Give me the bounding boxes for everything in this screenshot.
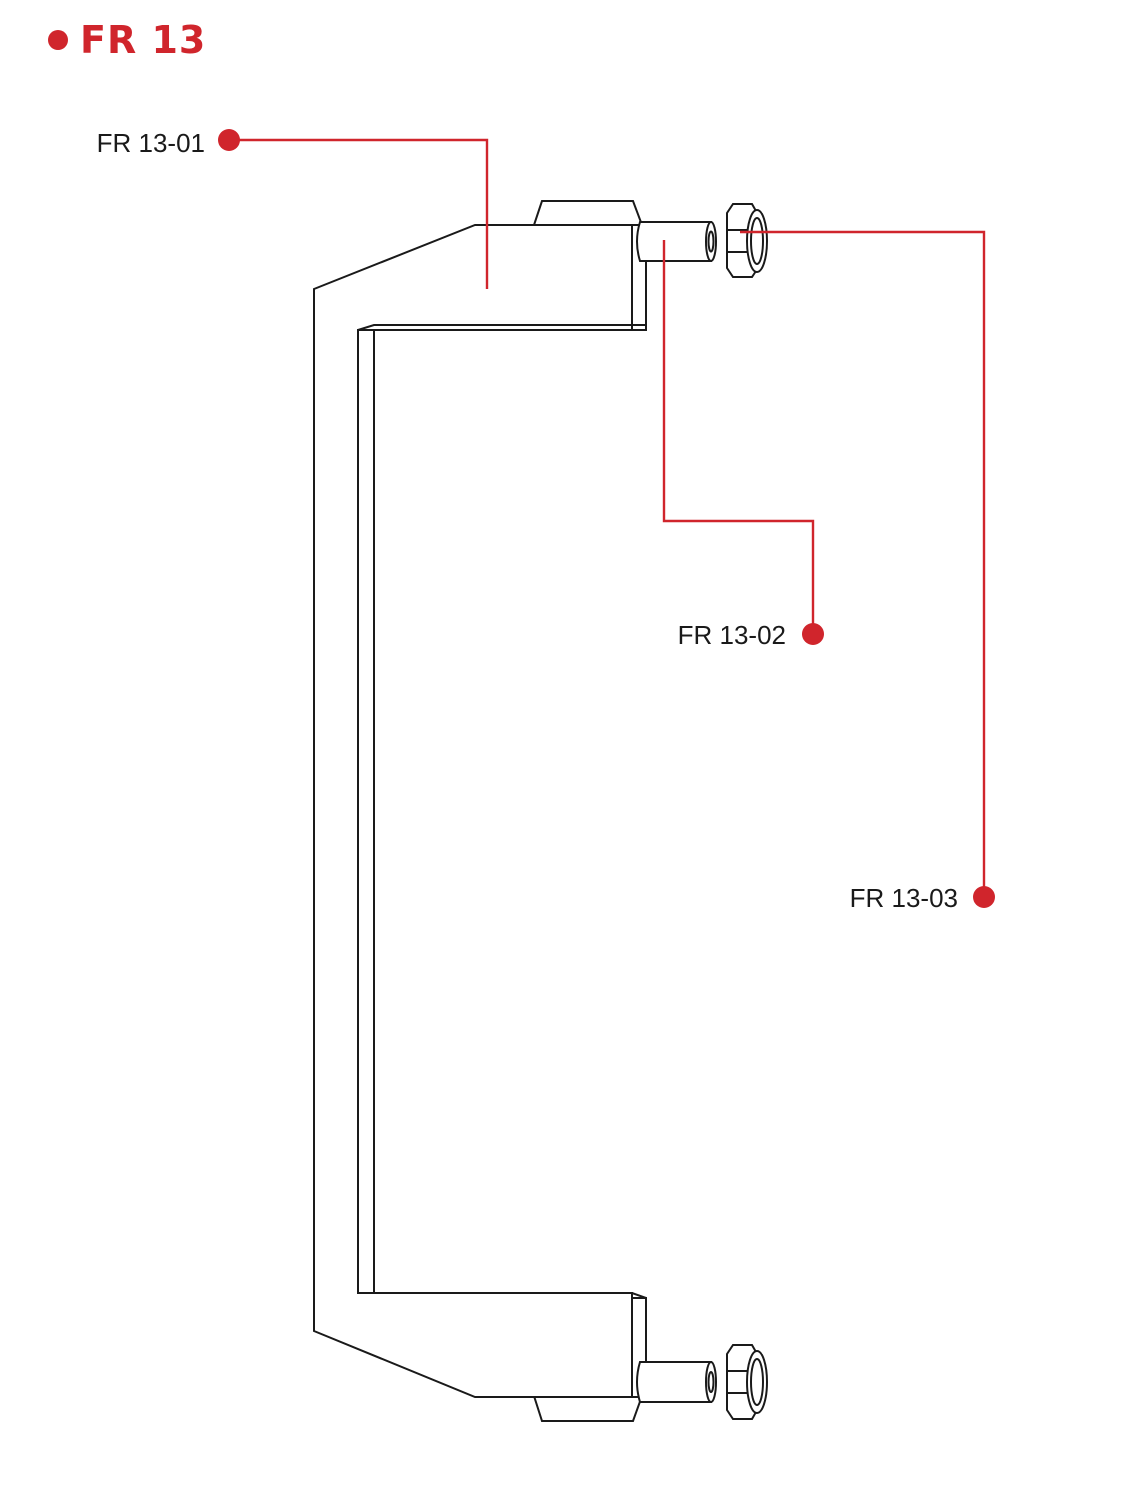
title-bullet-icon [48, 30, 68, 50]
callout-dot-03-icon [973, 886, 995, 908]
bottom-arm-edge [631, 1292, 647, 1299]
top-bolt-shaft [636, 221, 712, 262]
leader-line-01 [229, 138, 489, 289]
bottom-nut-thread [750, 1358, 764, 1406]
bottom-bolt-end-inner [707, 1371, 715, 1393]
page-title: FR 13 [80, 18, 206, 62]
callout-dot-01-icon [218, 129, 240, 151]
top-arm-inner-edge [357, 324, 646, 331]
handle-bracket [313, 200, 647, 1422]
top-boss [532, 200, 644, 226]
bottom-bolt [636, 1361, 717, 1403]
callout-label-01: FR 13-01 [97, 128, 205, 158]
top-bolt-end-inner [707, 230, 715, 253]
callout-label-02: FR 13-02 [678, 620, 786, 650]
callout-label-03: FR 13-03 [850, 883, 958, 913]
inner-strip [357, 329, 375, 1294]
top-nut [726, 203, 768, 278]
top-nut-thread [750, 217, 764, 265]
callout-dot-02-icon [802, 623, 824, 645]
leader-line-02 [662, 240, 815, 634]
top-bolt [636, 221, 717, 262]
bottom-nut [726, 1344, 768, 1420]
leader-line-03 [740, 230, 986, 897]
bottom-bolt-shaft [636, 1361, 712, 1403]
bottom-boss [532, 1395, 644, 1422]
